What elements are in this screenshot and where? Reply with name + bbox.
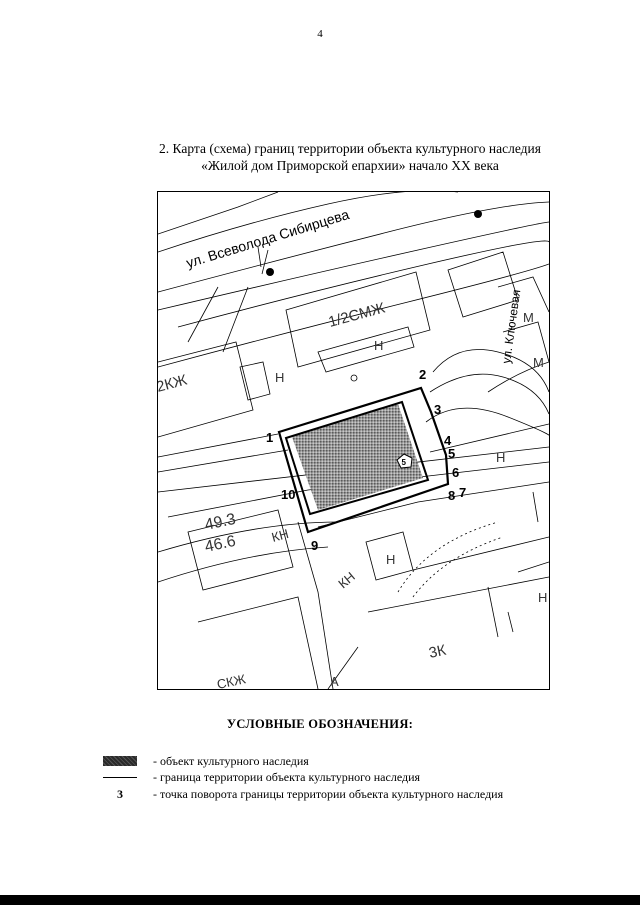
- building-label: Н: [496, 450, 505, 465]
- territory-boundary: [277, 386, 450, 534]
- building-label: СКЖ: [216, 671, 247, 689]
- object-marker-label: 5: [402, 458, 407, 467]
- turning-point-3: 3: [434, 402, 441, 417]
- street-label-klyuchevaya: ул. Ключевая: [499, 289, 523, 365]
- turning-point-9: 9: [311, 538, 318, 553]
- legend-item-heritage-object: - объект культурного наследия: [100, 754, 580, 770]
- building-label: Н: [275, 370, 284, 385]
- building-label: А: [330, 674, 339, 689]
- turning-point-10: 10: [281, 487, 295, 502]
- turning-point-5: 5: [448, 446, 455, 461]
- legend-title: УСЛОВНЫЕ ОБОЗНАЧЕНИЯ:: [226, 717, 414, 731]
- elevation-label: 46.6: [203, 533, 237, 556]
- building-label: КН: [270, 526, 290, 545]
- object-marker: [396, 453, 413, 469]
- elevation-label: 49.3: [203, 511, 237, 534]
- building-label: 3К: [427, 642, 447, 662]
- map-drawing: ул. Всеволода Сибирцева ул. Ключевая 1/2…: [158, 192, 549, 689]
- turning-point-4: 4: [444, 433, 452, 448]
- turning-point-2: 2: [419, 367, 426, 382]
- building-label: Н: [374, 338, 383, 353]
- object-outline: [284, 400, 430, 516]
- page-title: 2. Карта (схема) границ территории объек…: [100, 140, 600, 174]
- building-label: 1/2СМЖ: [327, 299, 387, 330]
- boundary-map: ул. Всеволода Сибирцева ул. Ключевая 1/2…: [157, 191, 550, 690]
- legend-item-boundary: - граница территории объекта культурного…: [100, 770, 580, 786]
- building-label: М: [533, 355, 544, 370]
- marker-dot: [266, 268, 274, 276]
- street-label-sibirtseva: ул. Всеволода Сибирцева: [184, 206, 351, 271]
- legend-symbol-line: [103, 777, 137, 778]
- turning-point-6: 6: [452, 465, 459, 480]
- heritage-object: [292, 404, 423, 510]
- turning-point-1: 1: [266, 430, 273, 445]
- map-linework: [158, 192, 549, 689]
- page-number: 4: [317, 28, 323, 40]
- legend-text: - граница территории объекта культурного…: [153, 770, 421, 784]
- title-line-1: 2. Карта (схема) границ территории объек…: [159, 141, 541, 156]
- title-line-2: «Жилой дом Приморской епархии» начало XX…: [201, 158, 499, 173]
- building-label: М: [523, 310, 534, 325]
- building-label: КН: [335, 569, 358, 591]
- marker-dot: [474, 210, 482, 218]
- building-label: Н: [538, 590, 547, 605]
- legend-symbol-object: [103, 756, 137, 766]
- turning-point-7: 7: [459, 485, 466, 500]
- legend-text: - объект культурного наследия: [153, 754, 309, 768]
- building-label: 2КЖ: [158, 371, 189, 395]
- scan-bottom-edge: [0, 895, 640, 905]
- legend-text: - точка поворота границы территории объе…: [153, 787, 504, 801]
- turning-point-8: 8: [448, 488, 455, 503]
- legend-symbol-point: 3: [117, 787, 123, 801]
- legend-item-turning-point: 3 - точка поворота границы территории об…: [100, 787, 580, 803]
- building-label: Н: [386, 552, 395, 567]
